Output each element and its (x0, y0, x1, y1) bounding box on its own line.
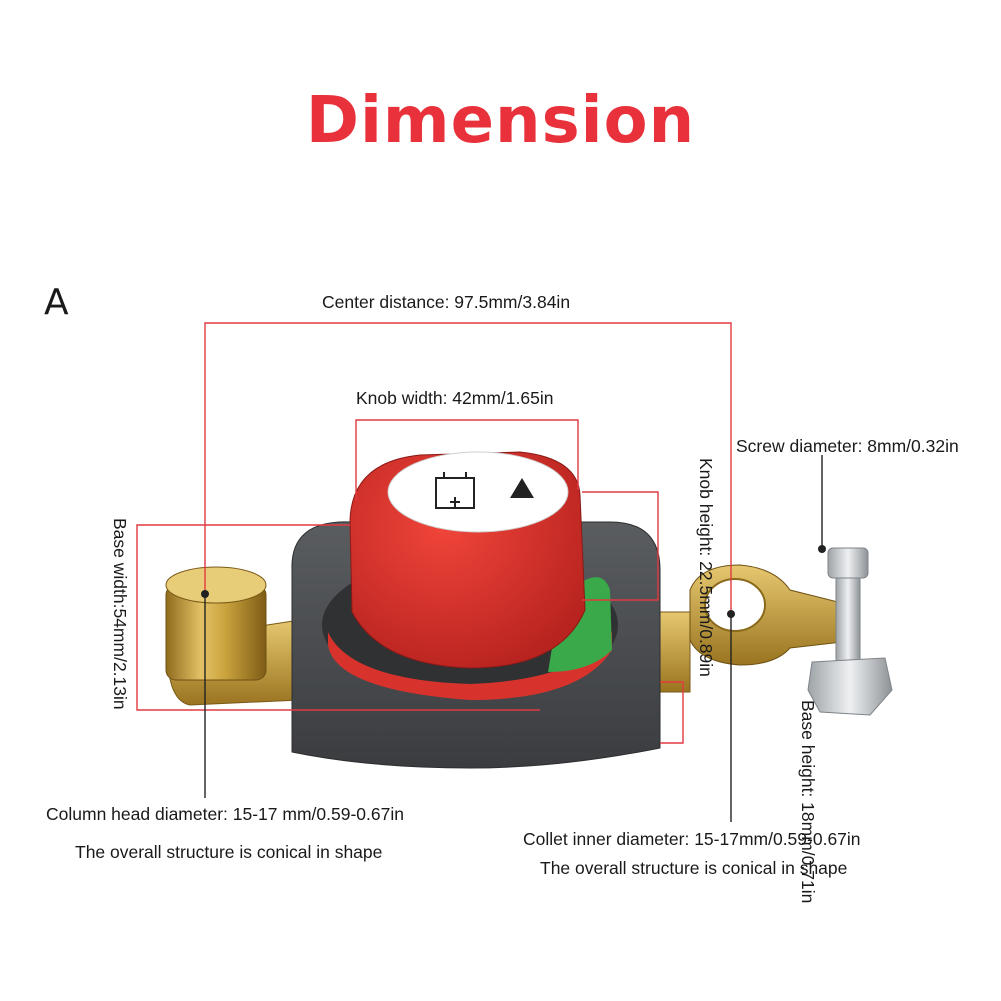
clamp-terminal (689, 564, 861, 666)
collet-shape-label: The overall structure is conical in shap… (540, 858, 848, 878)
rotary-knob (349, 451, 586, 669)
measure-points (201, 545, 826, 618)
knob-width-label: Knob width: 42mm/1.65in (356, 388, 554, 408)
knob-height-label: Knob height: 22.5mm/0.89in (696, 458, 716, 677)
knob-height-line (582, 491, 659, 601)
screw-diameter-label: Screw diameter: 8mm/0.32in (736, 436, 959, 456)
base-height-line (660, 681, 684, 744)
collet-inner-label: Collet inner diameter: 15-17mm/0.59-0.67… (523, 829, 861, 849)
screw-bolt (807, 547, 893, 716)
base-width-label: Base width:54mm/2.13in (110, 518, 130, 710)
base-width-line (136, 524, 540, 711)
section-label: A (44, 282, 69, 323)
center-distance-line (204, 322, 732, 610)
column-shape-label: The overall structure is conical in shap… (75, 842, 383, 862)
leader-lines (204, 455, 823, 822)
knob-width-line (355, 419, 579, 500)
triangle-icon (510, 478, 534, 498)
page-title: Dimension (305, 84, 696, 158)
center-distance-label: Center distance: 97.5mm/3.84in (322, 292, 571, 312)
terminal-column (165, 566, 267, 681)
battery-icon (435, 472, 475, 509)
column-head-label: Column head diameter: 15-17 mm/0.59-0.67… (46, 804, 404, 824)
dimension-lines (136, 322, 732, 744)
